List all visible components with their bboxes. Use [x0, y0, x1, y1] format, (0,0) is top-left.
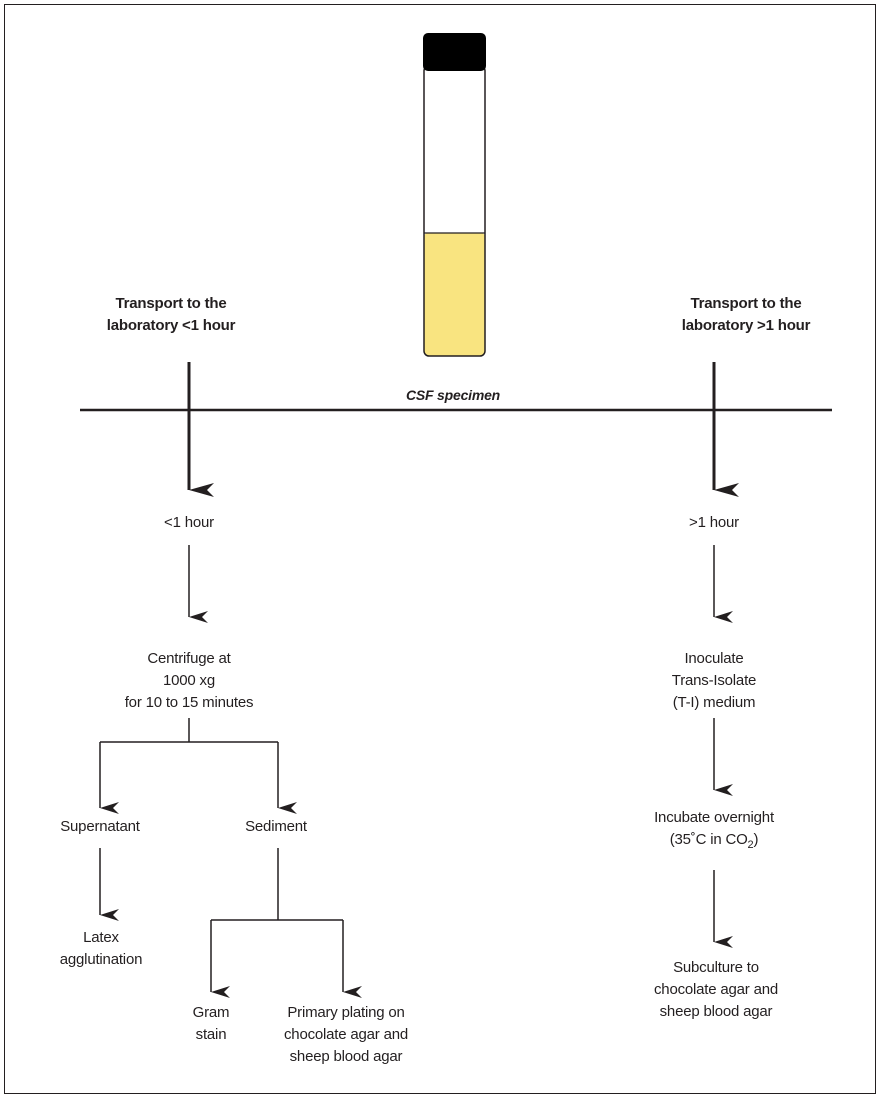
inoculate-step: Inoculate Trans-Isolate (T-I) medium [671, 648, 757, 714]
gram-line1: Gram [192, 1004, 230, 1021]
latex-line1: Latex [83, 929, 119, 946]
sediment-node: Sediment [245, 818, 307, 835]
centrifuge-line2: 1000 xg [163, 672, 215, 689]
incubate-line2-sub: 2 [747, 839, 754, 851]
inoculate-line3: (T-I) medium [672, 694, 756, 711]
supernatant-node: Supernatant [60, 818, 140, 835]
centrifuge-line1: Centrifuge at [147, 650, 231, 667]
primary-plating-node: Primary plating on chocolate agar and sh… [284, 1002, 408, 1068]
right-transport-line2: laboratory >1 hour [681, 317, 811, 334]
subculture-line1: Subculture to [673, 959, 759, 976]
gram-stain-node: Gram stain [193, 1002, 230, 1046]
tube-cap [423, 33, 486, 71]
incubate-line2-suffix: ) [753, 831, 759, 848]
left-transport-line2: laboratory <1 hour [106, 317, 236, 334]
figure-frame [4, 4, 876, 1094]
incubate-step: Incubate overnight (35˚C in CO2) [654, 807, 774, 856]
incubate-line2-prefix: (35˚C in CO [669, 831, 748, 848]
right-transport-line1: Transport to the [690, 295, 802, 312]
right-transport-heading: Transport to the laboratory >1 hour [682, 293, 811, 337]
inoculate-line1: Inoculate [684, 650, 744, 667]
specimen-label: CSF specimen [405, 387, 501, 403]
centrifuge-step: Centrifuge at 1000 xg for 10 to 15 minut… [125, 648, 254, 714]
inoculate-line2: Trans-Isolate [671, 672, 757, 689]
latex-line2: agglutination [59, 951, 143, 968]
gram-line2: stain [195, 1026, 227, 1043]
incubate-line2: (35˚C in CO2) [654, 829, 774, 856]
right-time-label: >1 hour [689, 514, 739, 531]
plating-line3: sheep blood agar [289, 1048, 403, 1065]
subculture-step: Subculture to chocolate agar and sheep b… [654, 957, 778, 1023]
tube-fluid [424, 233, 485, 356]
centrifuge-line3: for 10 to 15 minutes [124, 694, 254, 711]
incubate-line1: Incubate overnight [654, 809, 774, 826]
left-transport-heading: Transport to the laboratory <1 hour [107, 293, 236, 337]
subculture-line2: chocolate agar and [654, 981, 778, 998]
left-transport-line1: Transport to the [115, 295, 227, 312]
latex-agglutination-node: Latex agglutination [59, 927, 143, 971]
subculture-line3: sheep blood agar [659, 1003, 773, 1020]
csf-tube-icon [423, 33, 486, 357]
plating-line1: Primary plating on [287, 1004, 405, 1021]
plating-line2: chocolate agar and [284, 1026, 408, 1043]
left-time-label: <1 hour [164, 514, 214, 531]
